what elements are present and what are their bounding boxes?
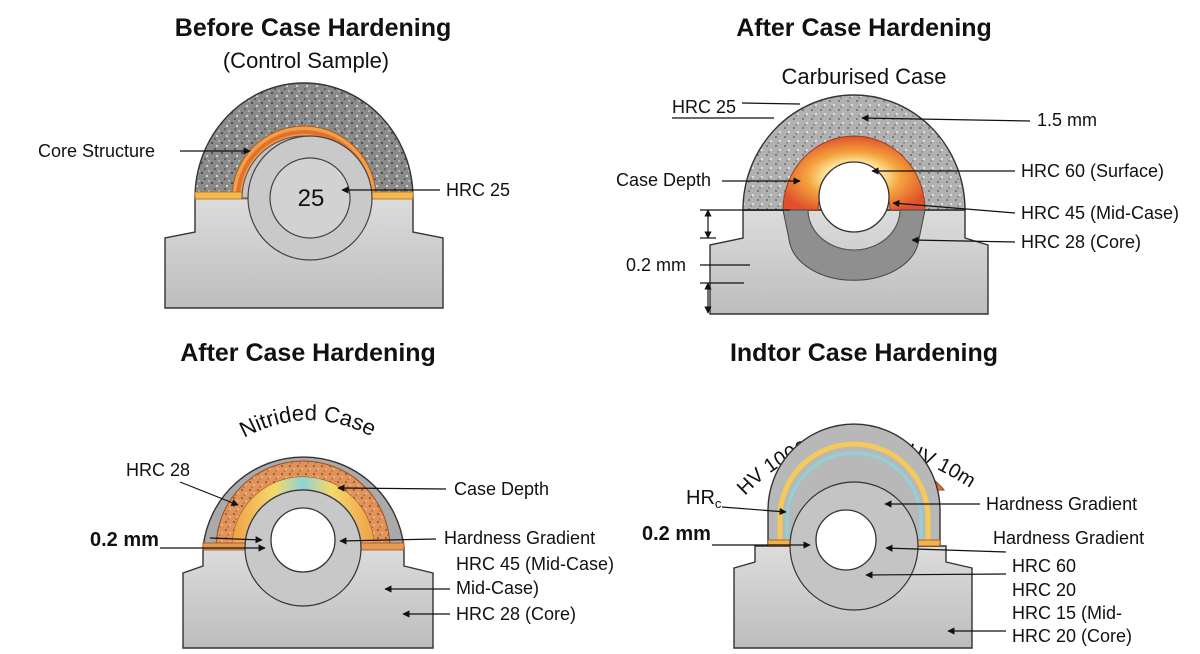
panel-1-label-hrc: HRC 25 — [446, 180, 510, 200]
panel-3-gradient-band — [232, 477, 374, 548]
panel-3-label-case-depth: Case Depth — [454, 479, 549, 499]
panel-2-label-core: HRC 28 (Core) — [1021, 232, 1141, 252]
panel-4-label-gradient-2: Hardness Gradient — [993, 528, 1144, 548]
panel-4-bore — [815, 509, 877, 571]
panel-2-label-dim: 0.2 mm — [626, 255, 686, 275]
panel-4-label-v2: HRC 20 — [1012, 580, 1076, 600]
panel-1-label-core: Core Structure — [38, 141, 155, 161]
panel-3-label-hrc28: HRC 28 — [126, 460, 190, 480]
panel-2-label-surface: HRC 60 (Surface) — [1021, 161, 1164, 181]
panel-2-label-depth: 1.5 mm — [1037, 110, 1097, 130]
panel-3-case-label: Nitrided Case — [235, 400, 380, 442]
panel-4-label-v1: HRC 60 — [1012, 556, 1076, 576]
panel-3-label-gradient: Hardness Gradient — [444, 528, 595, 548]
panel-2-bore — [818, 161, 890, 233]
panel-1-title: Before Case Hardening — [175, 14, 451, 42]
panel-4-label-dim: 0.2 mm — [642, 523, 711, 545]
panel-4-title: Indtor Case Hardening — [730, 339, 998, 367]
panel-4-label-v3: HRC 15 (Mid- — [1012, 603, 1122, 623]
panel-2-label-mid: HRC 45 (Mid-Case) — [1021, 203, 1179, 223]
panel-4-label-v4: HRC 20 (Core) — [1012, 626, 1132, 646]
panel-nitrided: After Case Hardening Nitrided Case HRC 2… — [90, 339, 614, 649]
panel-4-label-hr: HRc — [686, 487, 722, 511]
panel-3-label-dim: 0.2 mm — [90, 529, 159, 551]
panel-3-bore — [270, 507, 336, 573]
panel-3-label-mid2: Mid-Case) — [456, 578, 539, 598]
panel-indtor: Indtor Case Hardening HV 1000 (Surface),… — [0, 0, 1144, 649]
panel-1-center-value: 25 — [298, 185, 325, 212]
panel-1-core-inner — [269, 157, 351, 239]
panel-before: Before Case Hardening (Control Sample) 2… — [38, 14, 510, 309]
panel-3-label-core: HRC 28 (Core) — [456, 604, 576, 624]
panel-2-title: After Case Hardening — [736, 14, 992, 42]
panel-3-label-mid: HRC 45 (Mid-Case) — [456, 554, 614, 574]
panel-2-label-case-depth: Case Depth — [616, 170, 711, 190]
panel-4-label-gradient-1: Hardness Gradient — [986, 494, 1137, 514]
panel-3-title: After Case Hardening — [180, 339, 436, 367]
panel-2-label-hrc25: HRC 25 — [672, 97, 736, 117]
panel-1-subtitle: (Control Sample) — [223, 48, 389, 73]
panel-2-case-label: Carburised Case — [781, 64, 946, 89]
panel-carburised: After Case Hardening Carburised Case HRC… — [616, 14, 1179, 315]
